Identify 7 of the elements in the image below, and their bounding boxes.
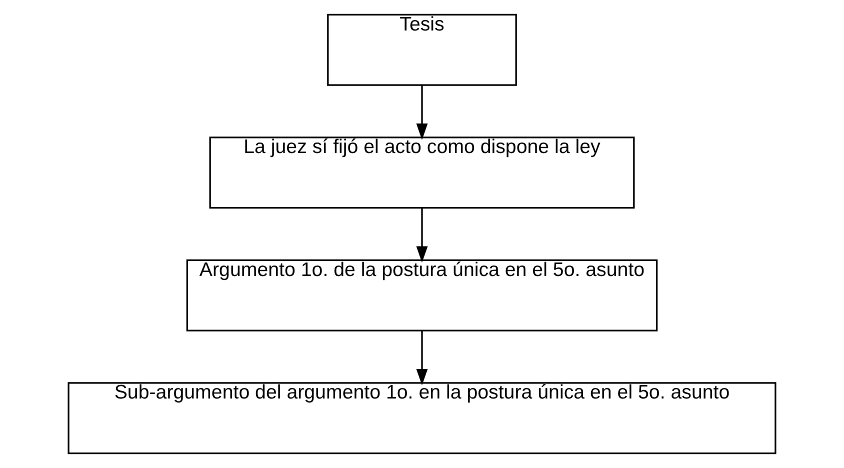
node-box: Sub-argumento del argumento 1o. en la postura única en el 5o. asunto	[68, 382, 776, 454]
node-box: Tesis	[327, 14, 517, 86]
node-box: Argumento 1o. de la postura única en el 5o. asunto	[186, 259, 658, 332]
arrow	[416, 85, 428, 140]
arrow	[416, 330, 428, 386]
node-box: La juez sí fijó el acto como dispone la ley	[209, 136, 635, 209]
arrow	[416, 208, 428, 263]
